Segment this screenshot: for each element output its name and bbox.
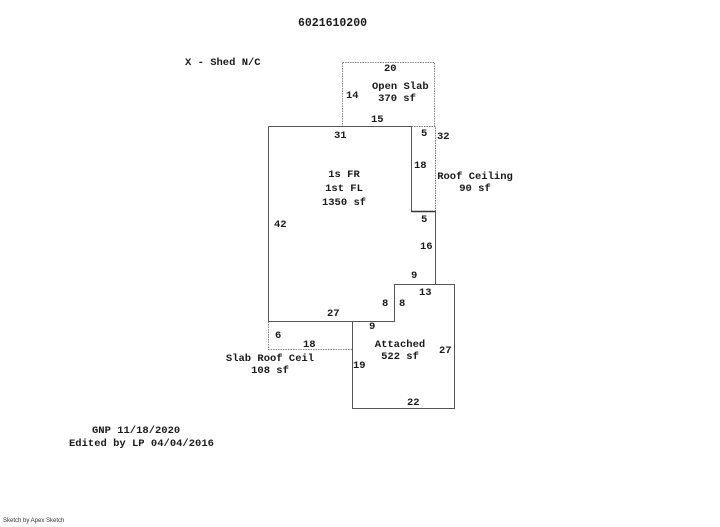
dim-attached-right: 27 xyxy=(439,345,452,357)
dim-slab-left: 6 xyxy=(275,330,282,342)
dim-attached-bottom: 22 xyxy=(407,397,420,409)
dim-main-top: 31 xyxy=(334,130,347,142)
dim-slab-bottom: 18 xyxy=(303,339,316,351)
dim-roof-bottom: 5 xyxy=(421,214,428,226)
first-floor-type: 1s FR xyxy=(328,169,360,181)
attached-area: 522 sf xyxy=(381,351,419,363)
edited-note: Edited by LP 04/04/2016 xyxy=(69,438,214,450)
dim-open-slab-left: 14 xyxy=(346,90,359,102)
dim-main-right-lower: 16 xyxy=(420,241,433,253)
dim-roof-top: 5 xyxy=(421,128,428,140)
dim-step-left: 8 xyxy=(382,298,389,310)
dim-open-slab-top: 20 xyxy=(384,63,397,75)
dim-attached-step: 9 xyxy=(369,321,376,333)
first-floor-label: 1st FL xyxy=(325,183,363,195)
dim-attached-left: 19 xyxy=(353,360,366,372)
slab-roof-ceil-outline xyxy=(268,321,353,350)
parcel-id: 6021610200 xyxy=(298,17,368,30)
dim-roof-left: 18 xyxy=(414,160,427,172)
roof-ceiling-name: Roof Ceiling xyxy=(437,171,513,183)
attached-outline xyxy=(352,284,455,409)
dim-main-left: 42 xyxy=(274,219,287,231)
first-floor-area: 1350 sf xyxy=(321,197,367,209)
dim-roof-right: 32 xyxy=(437,131,450,143)
open-slab-outline xyxy=(342,62,435,127)
dim-step-top: 9 xyxy=(411,270,418,282)
dim-step-right: 8 xyxy=(399,298,406,310)
legend-note: X - Shed N/C xyxy=(185,57,261,69)
main-floor-outline xyxy=(268,126,436,322)
attached-name: Attached xyxy=(374,339,426,351)
slab-roof-ceil-name: Slab Roof Ceil xyxy=(225,353,315,365)
gnp-note: GNP 11/18/2020 xyxy=(92,425,181,437)
footer-credit: Sketch by Apex Sketch xyxy=(3,518,65,524)
dim-main-bottom: 27 xyxy=(327,308,340,320)
slab-roof-ceil-area: 108 sf xyxy=(251,365,289,377)
dim-attached-top: 13 xyxy=(419,287,432,299)
dim-open-slab-bottom: 15 xyxy=(371,114,384,126)
roof-ceiling-area: 90 sf xyxy=(459,183,491,195)
open-slab-name: Open Slab xyxy=(372,81,429,93)
roof-ceiling-outline xyxy=(411,126,436,212)
open-slab-area: 370 sf xyxy=(378,93,416,105)
